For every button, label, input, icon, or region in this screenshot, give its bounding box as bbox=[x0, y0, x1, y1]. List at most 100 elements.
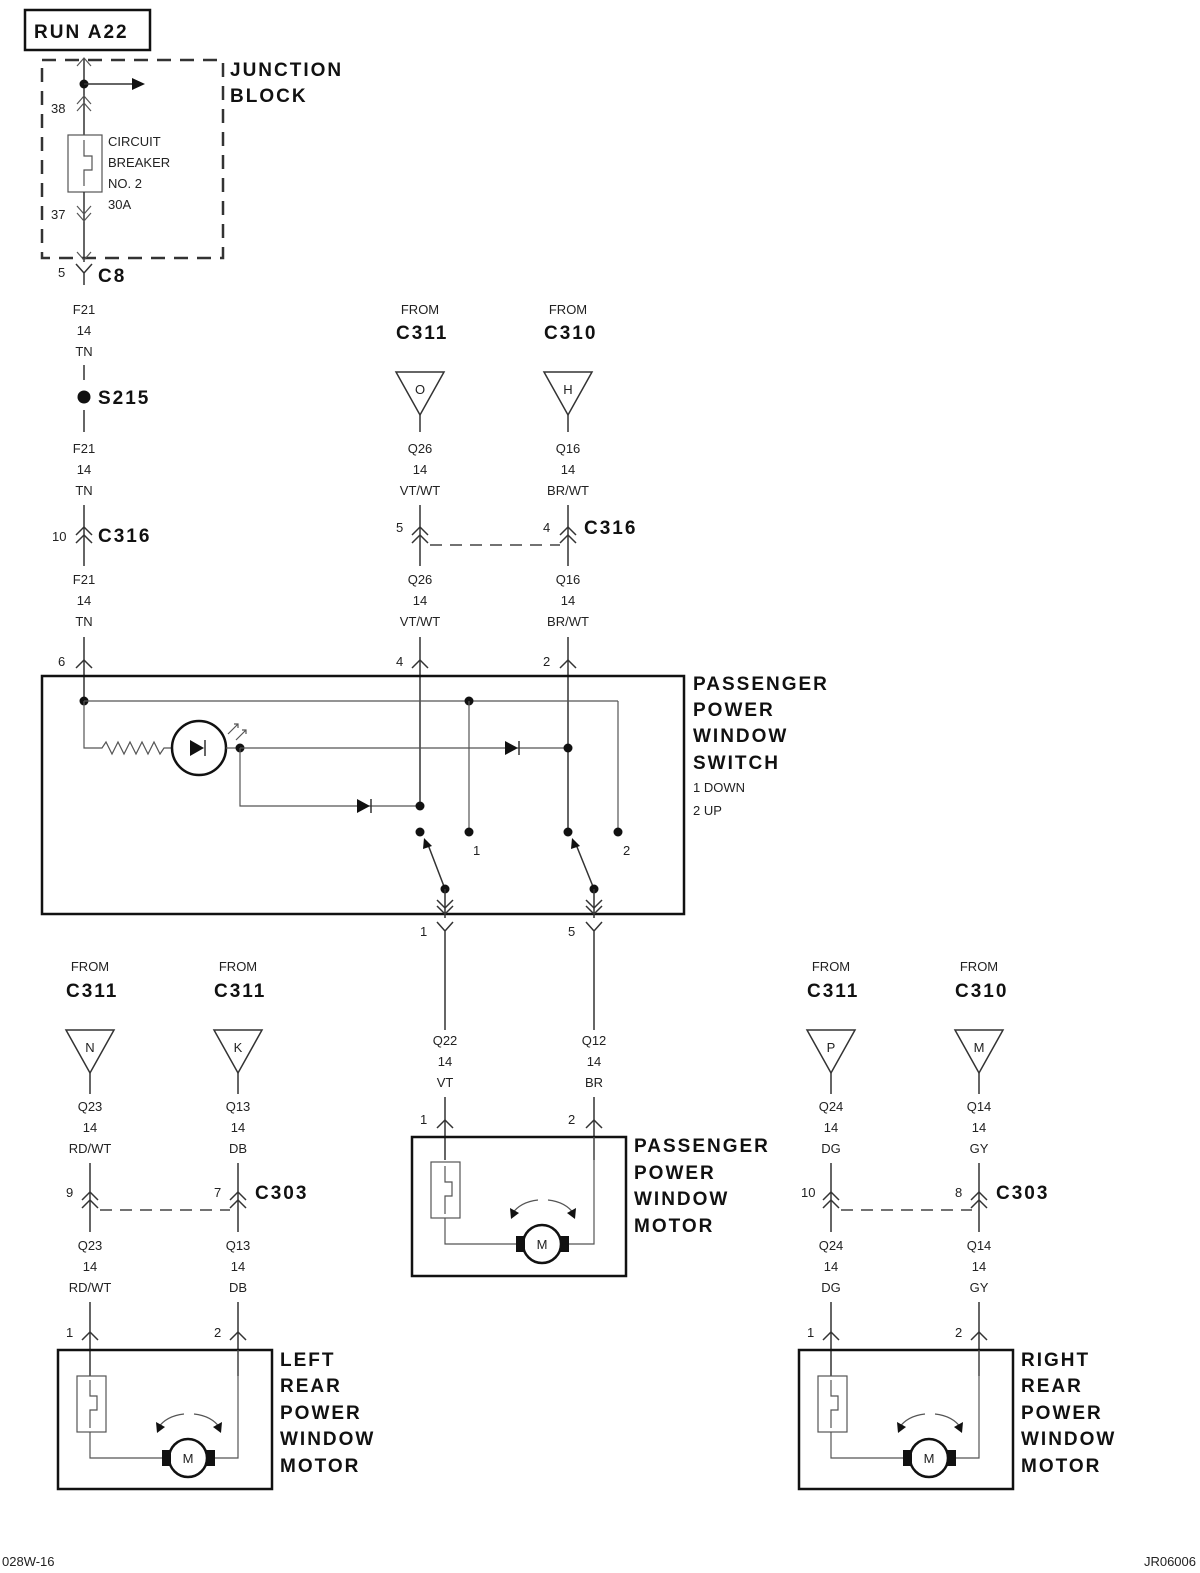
pass-motor-label-4: MOTOR bbox=[634, 1216, 714, 1237]
from-c311-n-letter: N bbox=[85, 1040, 94, 1055]
c316-label-left: C316 bbox=[98, 526, 151, 547]
switch-b-wiper-tip bbox=[571, 838, 580, 849]
switch-pin-5: 5 bbox=[568, 924, 575, 939]
junction-block-label-2: BLOCK bbox=[230, 86, 308, 107]
q23-color-a: RD/WT bbox=[69, 1141, 112, 1156]
circuit-breaker-element bbox=[83, 140, 93, 186]
pass-motor-pin-1: 1 bbox=[420, 1112, 427, 1127]
f21-gauge-a: 14 bbox=[77, 323, 91, 338]
pass-motor-connector-1 bbox=[436, 1118, 454, 1129]
c8-pin: 5 bbox=[58, 265, 65, 280]
q23-from-label: FROM bbox=[71, 959, 109, 974]
c8-connector bbox=[75, 263, 93, 285]
switch-position-2: 2 UP bbox=[693, 803, 722, 818]
right-motor-pin-2: 2 bbox=[955, 1325, 962, 1340]
pass-motor-breaker-element bbox=[444, 1166, 453, 1214]
q23-circuit-a: Q23 bbox=[78, 1099, 103, 1114]
switch-connector-pin2 bbox=[559, 658, 577, 669]
q13-circuit-a: Q13 bbox=[226, 1099, 251, 1114]
q16-color-b: BR/WT bbox=[547, 614, 589, 629]
c303-connector-q23 bbox=[81, 1190, 99, 1209]
q16-from-c310: C310 bbox=[544, 323, 597, 344]
c316-connector-f21 bbox=[75, 525, 93, 544]
switch-position-1: 1 DOWN bbox=[693, 780, 745, 795]
breaker-label-3: NO. 2 bbox=[108, 176, 142, 191]
switch-label-4: SWITCH bbox=[693, 753, 780, 774]
pass-motor-label-1: PASSENGER bbox=[634, 1136, 770, 1157]
switch-pin-6: 6 bbox=[58, 654, 65, 669]
left-motor-label-2: REAR bbox=[280, 1376, 342, 1397]
right-motor-brush-right bbox=[947, 1450, 956, 1466]
right-motor-m: M bbox=[924, 1451, 935, 1466]
from-c311-p-triangle bbox=[805, 1029, 857, 1075]
left-motor-pin-1: 1 bbox=[66, 1325, 73, 1340]
c303-connector-q14 bbox=[970, 1190, 988, 1209]
breaker-label-2: BREAKER bbox=[108, 155, 170, 170]
left-motor-brush-left bbox=[162, 1450, 171, 1466]
right-motor-breaker bbox=[817, 1375, 848, 1433]
c303-pin-q23: 9 bbox=[66, 1185, 73, 1200]
right-motor-wire-left bbox=[830, 1432, 905, 1459]
q26-gauge-a: 14 bbox=[413, 462, 427, 477]
pass-motor-label-3: WINDOW bbox=[634, 1189, 729, 1210]
left-motor-arrowhead-right bbox=[213, 1422, 222, 1433]
c303-connector-q24 bbox=[822, 1190, 840, 1209]
q26-from-label: FROM bbox=[401, 302, 439, 317]
q16-circuit-b: Q16 bbox=[556, 572, 581, 587]
q23-gauge-a: 14 bbox=[83, 1120, 97, 1135]
c8-label: C8 bbox=[98, 266, 126, 287]
down-junction-dot bbox=[415, 801, 425, 811]
passenger-motor-box bbox=[410, 1135, 628, 1278]
junction-block-label-1: JUNCTION bbox=[230, 60, 343, 81]
footer-left-code: 028W-16 bbox=[2, 1554, 55, 1569]
c316-connector-q16 bbox=[559, 525, 577, 544]
junction-block-outline bbox=[40, 58, 225, 260]
switch-a-wiper-tip bbox=[423, 838, 432, 849]
c303-pin-q14: 8 bbox=[955, 1185, 962, 1200]
c316-connector-q26 bbox=[411, 525, 429, 544]
jb-connector-bottom bbox=[76, 251, 92, 261]
left-motor-connector-2 bbox=[229, 1330, 247, 1341]
from-c310-m-triangle bbox=[953, 1029, 1005, 1075]
switch-pin-2: 2 bbox=[543, 654, 550, 669]
from-c311-o-triangle bbox=[394, 371, 446, 417]
right-motor-arrowhead-left bbox=[897, 1422, 906, 1433]
title-box bbox=[23, 8, 152, 52]
pass-motor-wire-left bbox=[444, 1218, 518, 1245]
q23-circuit-b: Q23 bbox=[78, 1238, 103, 1253]
jb-arrow-head bbox=[132, 78, 145, 90]
left-motor-wire-left bbox=[89, 1432, 164, 1459]
jb-pin-37: 37 bbox=[51, 207, 65, 222]
right-motor-brush-left bbox=[903, 1450, 912, 1466]
q16-circuit-a: Q16 bbox=[556, 441, 581, 456]
q13-circuit-b: Q13 bbox=[226, 1238, 251, 1253]
c316-pin-f21: 10 bbox=[52, 529, 66, 544]
left-motor-breaker bbox=[76, 1375, 107, 1433]
from-c311-k-letter: K bbox=[234, 1040, 243, 1055]
f21-circuit-c: F21 bbox=[73, 572, 95, 587]
jb-connector-38 bbox=[76, 95, 92, 112]
right-motor-label-2: REAR bbox=[1021, 1376, 1083, 1397]
left-motor-label-5: MOTOR bbox=[280, 1456, 360, 1477]
switch-label-1: PASSENGER bbox=[693, 674, 829, 695]
up-junction-dot bbox=[563, 743, 573, 753]
q12-color: BR bbox=[585, 1075, 603, 1090]
f21-color-a: TN bbox=[75, 344, 92, 359]
left-motor-pin-2: 2 bbox=[214, 1325, 221, 1340]
f21-gauge-c: 14 bbox=[77, 593, 91, 608]
left-motor-label-4: WINDOW bbox=[280, 1429, 375, 1450]
s215-label: S215 bbox=[98, 388, 150, 409]
switch-illumination-resistor bbox=[83, 701, 172, 756]
right-motor-connector-2 bbox=[970, 1330, 988, 1341]
c303-label-right: C303 bbox=[996, 1183, 1049, 1204]
q26-color-b: VT/WT bbox=[400, 614, 440, 629]
f21-color-b: TN bbox=[75, 483, 92, 498]
f21-gauge-b: 14 bbox=[77, 462, 91, 477]
title: RUN A22 bbox=[34, 22, 129, 43]
pass-motor-wire-right bbox=[568, 1137, 595, 1245]
lamp-diode-symbol bbox=[190, 740, 204, 756]
breaker-label-1: CIRCUIT bbox=[108, 134, 161, 149]
lamp-to-down-line bbox=[239, 748, 420, 807]
q14-gauge-a: 14 bbox=[972, 1120, 986, 1135]
